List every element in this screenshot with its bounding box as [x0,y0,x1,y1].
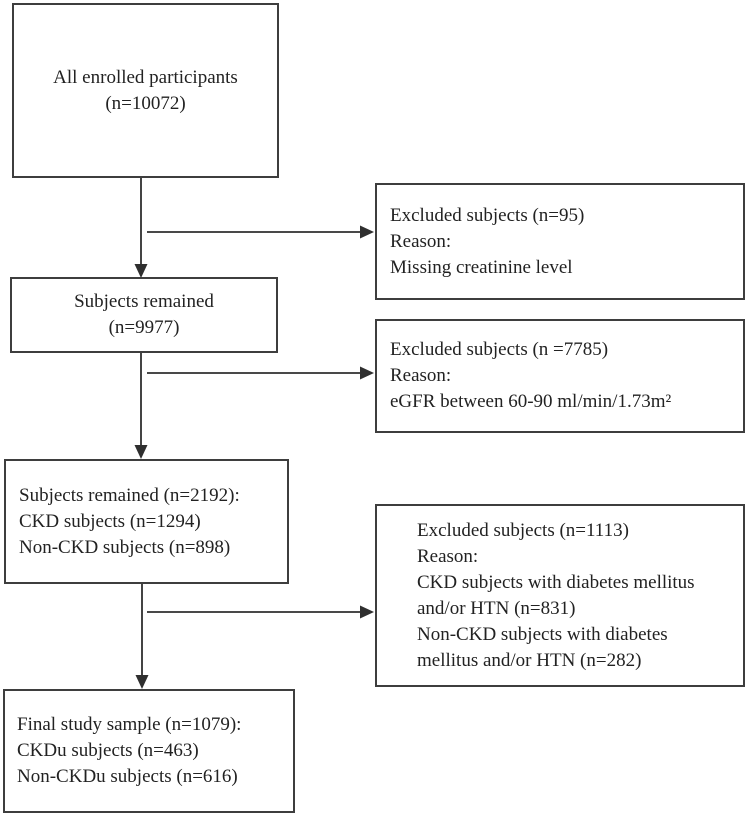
box-text-line: (n=9977) [108,317,180,338]
box-excluded-egfr: Excluded subjects (n =7785) Reason: eGFR… [375,319,745,433]
arrowhead-down-icon [134,445,148,459]
arrowhead-right-icon [360,605,374,619]
box-text-line: CKD subjects (n=1294) [19,510,201,532]
box-text-line: Reason: [390,365,452,386]
box-text-line: (n=10072) [105,92,186,114]
box-subjects-remained-1: Subjects remained (n=9977) [10,277,278,353]
arrowhead-right-icon [360,225,374,239]
arrowhead-down-icon [135,675,149,689]
box-text-line: Reason: [390,230,452,252]
box-text-line: Non-CKDu subjects (n=616) [17,766,238,787]
box-text-line: Reason: [417,545,479,567]
arrowhead-right-icon [360,366,374,380]
box-subjects-remained-2: Subjects remained (n=2192): CKD subjects… [4,459,289,584]
arrow-down-enrolled-to-remained1 [134,178,148,278]
box-text-line: and/or HTN (n=831) [417,597,576,619]
box-text-line: Final study sample (n=1079): [17,714,242,735]
box-text-line: Missing creatinine level [390,256,573,278]
box-text-line: Excluded subjects (n=95) [390,204,585,226]
box-text-line: CKD subjects with diabetes mellitus [417,571,695,593]
box-text-line: mellitus and/or HTN (n=282) [417,649,642,671]
box-excluded-dm-htn: Excluded subjects (n=1113) Reason: CKD s… [375,504,745,687]
box-text-line: Non-CKD subjects (n=898) [19,536,231,558]
box-text-line: All enrolled participants [53,66,238,88]
box-text-line: CKDu subjects (n=463) [17,740,199,761]
box-text-line: Non-CKD subjects with diabetes [417,623,668,645]
arrow-right-to-excluded2 [147,366,374,380]
box-text-line: Subjects remained (n=2192): [19,484,240,506]
box-all-enrolled: All enrolled participants (n=10072) [12,3,279,178]
box-text-line: Excluded subjects (n=1113) [417,519,629,541]
arrowhead-down-icon [134,264,148,278]
arrow-down-remained2-to-final [135,584,149,689]
box-text-line: Excluded subjects (n =7785) [390,339,609,360]
box-excluded-missing-creatinine: Excluded subjects (n=95) Reason: Missing… [375,183,745,300]
arrow-down-remained1-to-remained2 [134,353,148,459]
arrow-right-to-excluded3 [147,605,374,619]
box-text-line: eGFR between 60-90 ml/min/1.73m² [390,391,672,412]
box-final-study-sample: Final study sample (n=1079): CKDu subjec… [3,689,295,813]
box-text-line: Subjects remained [74,291,214,312]
arrow-right-to-excluded1 [147,225,374,239]
